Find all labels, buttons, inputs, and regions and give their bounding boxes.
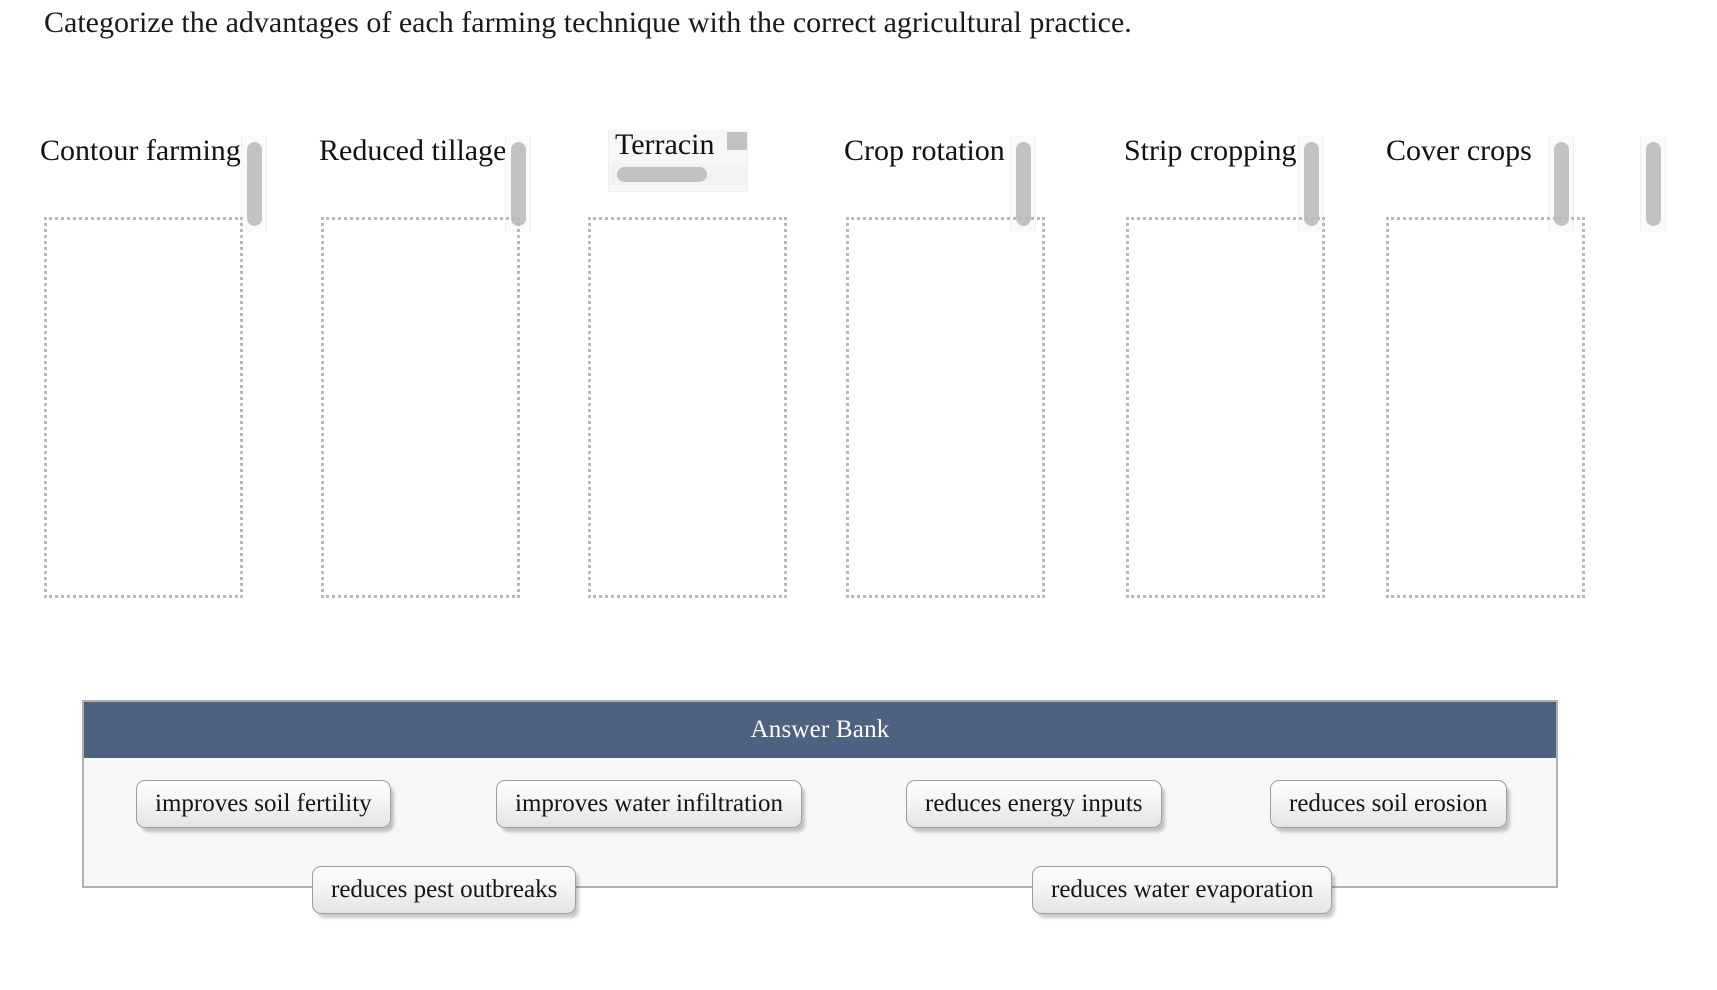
dropzone-terracing[interactable] bbox=[588, 217, 787, 598]
scrollbar-thumb[interactable] bbox=[1016, 142, 1031, 226]
category-label: Crop rotation bbox=[844, 134, 1005, 167]
category-column-cover-crops: Cover crops bbox=[1382, 132, 1634, 652]
category-label: Reduced tillage bbox=[319, 134, 507, 167]
category-label: Terracin bbox=[615, 130, 715, 161]
category-header-reduced-tillage: Reduced tillage bbox=[315, 132, 567, 232]
category-header-terracing: Terracin bbox=[608, 130, 748, 192]
dropzone-contour-farming[interactable] bbox=[44, 217, 243, 598]
answer-chip-improves-water-infiltration[interactable]: improves water infiltration bbox=[496, 780, 802, 828]
category-column-reduced-tillage: Reduced tillage bbox=[315, 132, 567, 652]
scrollbar-thumb[interactable] bbox=[1646, 142, 1661, 226]
category-label: Contour farming bbox=[40, 134, 241, 167]
dropzone-crop-rotation[interactable] bbox=[846, 217, 1045, 598]
category-column-strip-cropping: Strip cropping bbox=[1120, 132, 1372, 652]
category-vertical-scrollbar[interactable] bbox=[1298, 136, 1324, 232]
category-vertical-scrollbar[interactable] bbox=[505, 136, 531, 232]
scrollbar-thumb[interactable] bbox=[511, 142, 526, 226]
answer-chip-reduces-energy-inputs[interactable]: reduces energy inputs bbox=[906, 780, 1162, 828]
page-title: Categorize the advantages of each farmin… bbox=[44, 6, 1132, 39]
category-header-cover-crops: Cover crops bbox=[1382, 132, 1634, 232]
answer-chip-reduces-pest-outbreaks[interactable]: reduces pest outbreaks bbox=[312, 866, 577, 914]
category-label: Strip cropping bbox=[1124, 134, 1297, 167]
category-column-next-clipped bbox=[1640, 132, 1717, 652]
scrollbar-thumb[interactable] bbox=[1304, 142, 1319, 226]
answer-bank-title: Answer Bank bbox=[84, 702, 1556, 758]
answer-chip-reduces-water-evaporation[interactable]: reduces water evaporation bbox=[1032, 866, 1333, 914]
scrollbar-thumb[interactable] bbox=[1554, 142, 1569, 226]
answer-chip-reduces-soil-erosion[interactable]: reduces soil erosion bbox=[1270, 780, 1507, 828]
category-vertical-scrollbar[interactable] bbox=[241, 136, 267, 232]
category-header-crop-rotation: Crop rotation bbox=[840, 132, 1092, 232]
category-label: Cover crops bbox=[1386, 134, 1532, 167]
category-header-strip-cropping: Strip cropping bbox=[1120, 132, 1372, 232]
category-columns: Contour farming Reduced tillage Terracin bbox=[0, 130, 1717, 652]
answer-bank-panel: Answer Bank improves soil fertility impr… bbox=[82, 700, 1558, 914]
scrollbar-thumb[interactable] bbox=[247, 142, 262, 226]
category-column-terracing: Terracin bbox=[580, 130, 832, 652]
answer-bank-body: improves soil fertility improves water i… bbox=[84, 758, 1556, 914]
category-vertical-scrollbar[interactable] bbox=[1010, 136, 1036, 232]
scrollbar-thumb[interactable] bbox=[617, 167, 707, 182]
dropzone-reduced-tillage[interactable] bbox=[321, 217, 520, 598]
answer-chip-improves-soil-fertility[interactable]: improves soil fertility bbox=[136, 780, 391, 828]
category-vertical-scrollbar[interactable] bbox=[1640, 136, 1666, 232]
scrollbar-corner-box bbox=[727, 132, 747, 150]
category-horizontal-scrollbar[interactable] bbox=[611, 163, 747, 185]
category-header-next-clipped bbox=[1640, 132, 1717, 232]
category-column-crop-rotation: Crop rotation bbox=[840, 132, 1092, 652]
category-vertical-scrollbar[interactable] bbox=[1548, 136, 1574, 232]
dropzone-strip-cropping[interactable] bbox=[1126, 217, 1325, 598]
dropzone-cover-crops[interactable] bbox=[1386, 217, 1585, 598]
category-column-contour-farming: Contour farming bbox=[36, 132, 288, 652]
category-header-contour-farming: Contour farming bbox=[36, 132, 288, 232]
